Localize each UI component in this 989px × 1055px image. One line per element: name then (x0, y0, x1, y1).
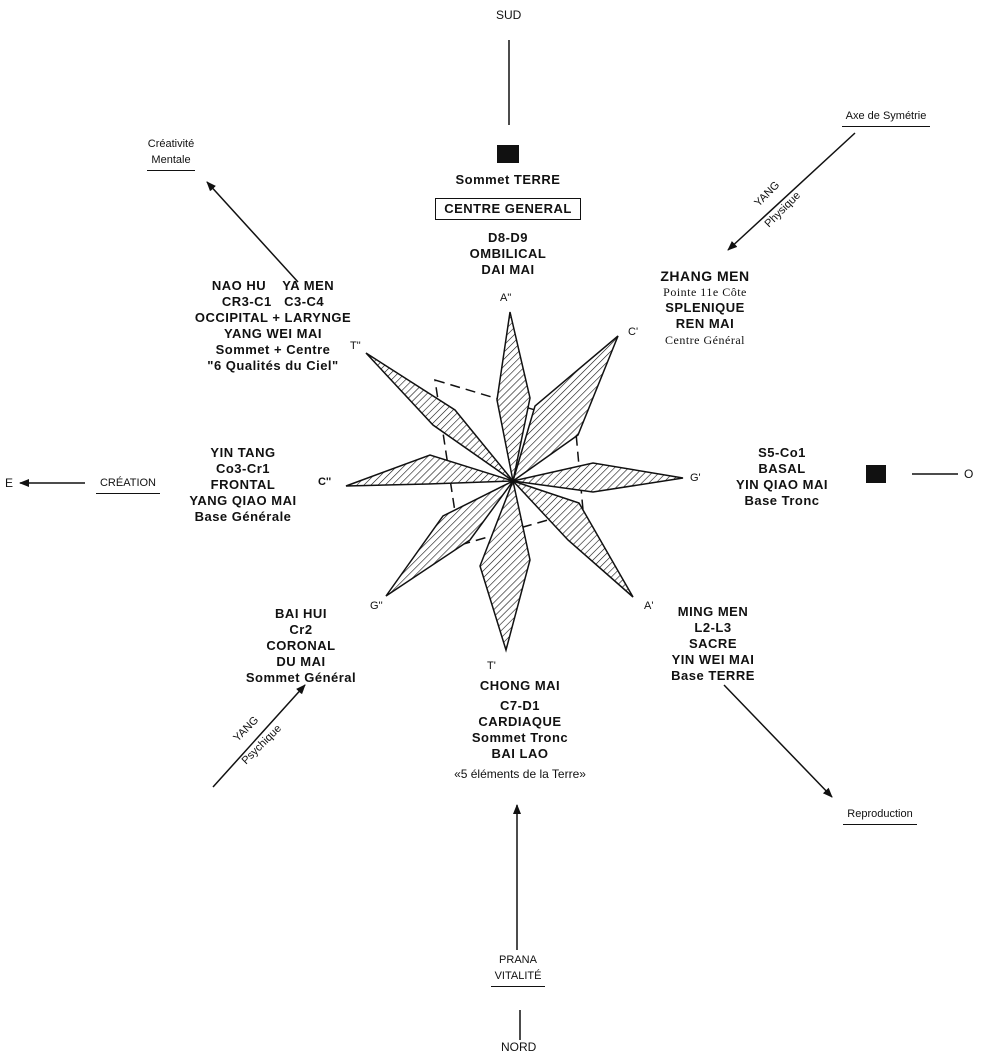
point-T1: T' (487, 660, 496, 672)
ul-line-5: Sommet + Centre (215, 342, 331, 357)
prana-label: PRANA VITALITÉ (478, 952, 558, 987)
upper-left-block: NAO HU YA MEN CR3-C1 C3-C4 OCCIPITAL + L… (168, 278, 378, 374)
point-A1: A' (644, 600, 654, 612)
ul-line-1: NAO HU YA MEN (211, 278, 335, 293)
west-square (866, 465, 886, 483)
left-block: YIN TANG Co3-Cr1 FRONTAL YANG QIAO MAI B… (189, 445, 297, 524)
lower-left-block: BAI HUI Cr2 CORONAL DU MAI Sommet Généra… (245, 606, 357, 685)
ur-line-1: SPLENIQUE (665, 300, 745, 315)
lower-right-block: MING MEN L2-L3 SACRE YIN WEI MAI Base TE… (671, 604, 755, 683)
blade-T2 (365, 352, 514, 482)
psychique-arrow (212, 684, 306, 788)
blade-C1 (511, 335, 619, 483)
point-G2: G'' (370, 600, 383, 612)
ul-line-3: OCCIPITAL + LARYNGE (194, 310, 352, 325)
blade-A1 (512, 480, 634, 598)
five-elements-quote: «5 éléments de la Terre» (454, 767, 586, 781)
creation-label: CRÉATION (86, 475, 170, 494)
label-north: NORD (501, 1040, 537, 1054)
ul-line-2: CR3-C1 C3-C4 (221, 294, 325, 309)
blade-G2 (385, 480, 514, 597)
top-block: Sommet TERRE CENTRE GENERAL D8-D9 OMBILI… (410, 172, 606, 278)
bottom-block: CHONG MAI C7-D1 CARDIAQUE Sommet Tronc B… (440, 678, 600, 782)
creativity-arrow (206, 181, 299, 283)
blade-C2 (345, 454, 514, 487)
pointe-cote: Pointe 11e Côte (663, 285, 747, 299)
label-east: E (5, 476, 14, 490)
top-line-2: OMBILICAL (469, 246, 547, 261)
reproduction-label: Reproduction (828, 806, 932, 825)
point-A2: A" (500, 292, 512, 304)
blade-G1 (512, 462, 684, 493)
south-square (497, 145, 519, 163)
physique-arrow (727, 132, 856, 251)
reproduction-arrow (723, 684, 833, 798)
zhang-men: ZHANG MEN (660, 268, 750, 284)
ul-line-4: YANG WEI MAI (224, 326, 322, 341)
centre-general-box: CENTRE GENERAL (435, 198, 581, 220)
axis-label: Axe de Symétrie (826, 108, 946, 127)
upper-right-block: ZHANG MEN Pointe 11e Côte SPLENIQUE REN … (640, 268, 770, 348)
point-T2: T" (350, 340, 361, 352)
ur-line-2: REN MAI (675, 316, 735, 331)
blade-A2 (496, 311, 531, 482)
sommet-terre: Sommet TERRE (455, 172, 561, 187)
right-block: S5-Co1 BASAL YIN QIAO MAI Base Tronc (736, 445, 828, 508)
top-line-3: DAI MAI (481, 262, 535, 277)
point-C1: C' (628, 326, 639, 338)
point-C2: C'' (318, 476, 332, 488)
ul-line-6: "6 Qualités du Ciel" (207, 358, 339, 373)
label-south: SUD (496, 8, 522, 22)
creativity-label: Créativité Mentale (126, 136, 216, 171)
top-line-1: D8-D9 (487, 230, 529, 245)
blade-T1 (479, 478, 531, 653)
point-G1: G' (690, 472, 701, 484)
label-west: O (964, 467, 974, 481)
centre-general: Centre Général (665, 333, 745, 347)
